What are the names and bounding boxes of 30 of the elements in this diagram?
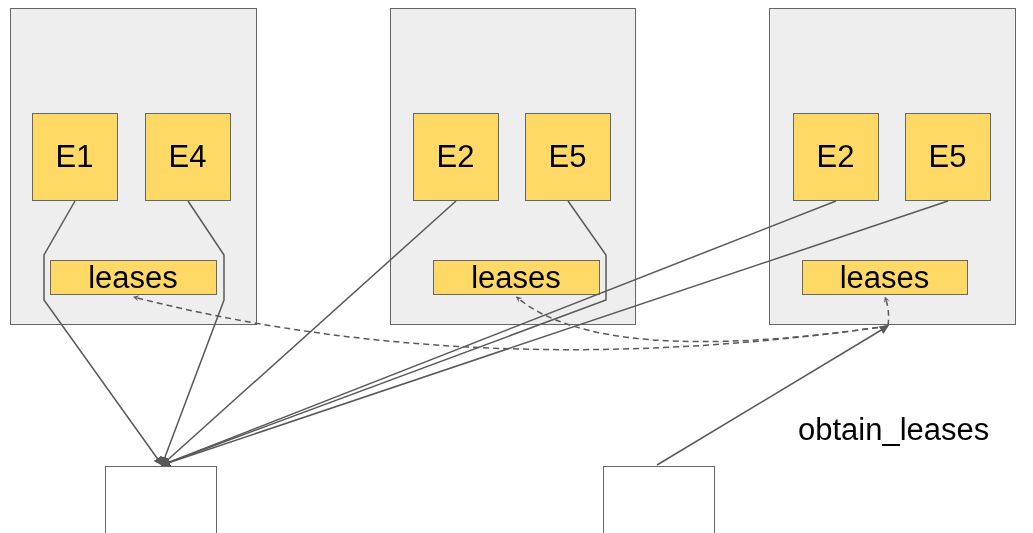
leases-label: leases bbox=[839, 261, 930, 293]
worker-box bbox=[31, 112, 118, 201]
dashed-arrow bbox=[884, 296, 890, 327]
arrow bbox=[43, 200, 163, 466]
worker-label: E2 bbox=[816, 141, 855, 172]
worker-label: E4 bbox=[168, 141, 207, 172]
worker-label: E2 bbox=[436, 141, 475, 172]
worker-label: E5 bbox=[928, 141, 967, 172]
worker-box bbox=[524, 112, 611, 201]
worker-label: E1 bbox=[55, 141, 94, 172]
worker-label: E5 bbox=[548, 141, 587, 172]
arrow bbox=[160, 200, 225, 466]
worker-box bbox=[412, 112, 499, 201]
worker-box bbox=[904, 112, 991, 201]
server-box bbox=[10, 8, 257, 325]
server-box bbox=[390, 8, 636, 325]
arrow bbox=[656, 325, 889, 466]
server-box bbox=[769, 8, 1016, 325]
edge-label: obtain_leases bbox=[798, 414, 990, 445]
leases-box bbox=[49, 259, 217, 295]
leases-box bbox=[801, 259, 968, 295]
leases-label: leases bbox=[88, 261, 178, 293]
worker-box bbox=[792, 112, 879, 201]
worker-box bbox=[144, 112, 231, 201]
client-box bbox=[105, 466, 217, 533]
leases-box bbox=[432, 259, 600, 295]
leases-label: leases bbox=[471, 261, 561, 293]
arrow bbox=[161, 200, 457, 466]
dashed-arrow bbox=[515, 296, 889, 343]
client-box bbox=[603, 466, 715, 533]
